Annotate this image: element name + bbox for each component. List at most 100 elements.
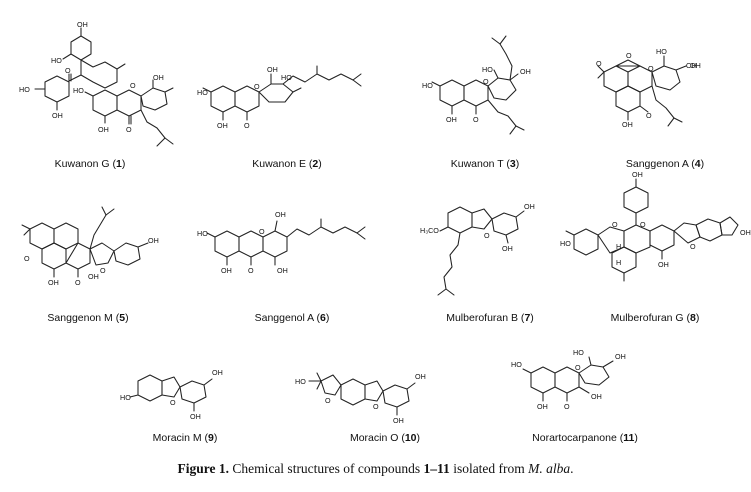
structure-label: H <box>616 258 621 267</box>
structure-label: HO <box>197 88 208 97</box>
structure-label: OH <box>153 73 164 82</box>
structure-label: O <box>484 231 490 240</box>
structure-diagram-4: OH HO OH O O O OH O <box>590 22 740 152</box>
structure-label: O <box>626 51 632 60</box>
structure-label: HO <box>656 47 667 56</box>
structure-label: OH <box>690 61 701 70</box>
compound-4: OH HO OH O O O OH O Sanggenon A (4) <box>590 22 740 172</box>
caption-text: Chemical structures of compounds <box>228 461 424 476</box>
compound-1: OH HO O HO HO OH O OH OH O Kuwanon G (1) <box>5 20 175 172</box>
structure-label: OH <box>520 67 531 76</box>
structure-diagram-2: HO OH HO O OH O <box>197 22 377 152</box>
structure-label: O <box>254 82 260 91</box>
structure-label: HO <box>511 360 522 369</box>
structure-label: OH <box>622 120 633 129</box>
caption-text: isolated from <box>449 461 529 476</box>
structure-diagram-3: HO OH HO O OH O <box>410 22 560 152</box>
structure-diagram-9: OH HO O OH <box>120 345 250 425</box>
structure-label: HO <box>281 73 292 82</box>
compound-11: HO OH OH HO O OH O Norartocarpanone (11) <box>505 345 665 450</box>
structure-label: OH <box>524 202 535 211</box>
structure-label: O <box>373 402 379 411</box>
structure-label: O <box>640 220 646 229</box>
structure-label: HO <box>482 65 493 74</box>
figure-caption: Figure 1. Chemical structures of compoun… <box>0 461 751 477</box>
structure-label: O <box>646 111 652 120</box>
structure-label: OH <box>658 260 669 269</box>
compound-9: OH HO O OH Moracin M (9) <box>120 345 250 450</box>
structure-label: HO <box>51 56 62 65</box>
compound-name-2: Kuwanon E (2) <box>252 158 322 170</box>
compound-8: OH HO O O O H H OH OH Mulberofuran G (8) <box>560 170 751 325</box>
compound-name-4: Sanggenon A (4) <box>625 158 705 170</box>
caption-species: M. alba <box>528 461 571 476</box>
structure-label: OH <box>98 125 109 134</box>
structure-label: O <box>564 402 570 411</box>
structure-label: O <box>130 81 136 90</box>
structure-label: HO <box>19 85 30 94</box>
compound-name-1: Kuwanon G (1) <box>54 158 126 170</box>
structure-label: HO <box>573 348 584 357</box>
compound-name-9: Moracin M (9) <box>152 432 218 444</box>
structure-label: O <box>325 396 331 405</box>
structure-label: OH <box>277 266 288 275</box>
compound-name-7: Mulberofuran B (7) <box>446 312 534 324</box>
structure-label: O <box>612 220 618 229</box>
structure-label: OH <box>77 20 88 29</box>
structure-label: HO <box>422 81 433 90</box>
caption-text: . <box>570 461 574 476</box>
structure-label: O <box>126 125 132 134</box>
structure-diagram-1: OH HO O HO HO OH O OH OH O <box>5 20 175 152</box>
structure-label: OH <box>52 111 63 120</box>
structure-label: O <box>690 242 696 251</box>
compound-10: OH HO O O OH Moracin O (10) <box>295 345 475 450</box>
structure-label: OH <box>275 210 286 219</box>
structure-label: OH <box>632 170 643 179</box>
structure-label: O <box>100 266 106 275</box>
structure-label: OH <box>446 115 457 124</box>
structure-label: OH <box>212 368 223 377</box>
structure-label: OH <box>415 372 426 381</box>
structure-label: O <box>648 64 654 73</box>
structure-label: O <box>596 59 602 68</box>
compound-name-3: Kuwanon T (3) <box>450 158 520 170</box>
structure-label: OH <box>393 416 404 425</box>
structure-label: O <box>483 77 489 86</box>
structure-label: OH <box>48 278 59 287</box>
structure-label: OH <box>267 65 278 74</box>
compound-2: HO OH HO O OH O Kuwanon E (2) <box>197 22 377 172</box>
structure-diagram-5: O OH O OH O OH <box>8 185 168 305</box>
structure-label: OH <box>148 236 159 245</box>
structure-diagram-7: OH H₃CO O OH <box>410 185 570 305</box>
structure-label: O <box>244 121 250 130</box>
structure-label: O <box>75 278 81 287</box>
structure-label: OH <box>217 121 228 130</box>
compound-5: O OH O OH O OH Sanggenon M (5) <box>8 185 168 325</box>
structure-label: O <box>259 227 265 236</box>
structure-label: OH <box>740 228 751 237</box>
structure-label: OH <box>686 61 697 70</box>
compound-7: OH H₃CO O OH Mulberofuran B (7) <box>410 185 570 325</box>
structure-label: OH <box>88 272 99 281</box>
structure-label: O <box>575 363 581 372</box>
caption-lead: Figure 1. <box>177 461 229 476</box>
structure-label: OH <box>221 266 232 275</box>
structure-label: OH <box>190 412 201 421</box>
structure-label: OH <box>615 352 626 361</box>
structure-label: OH <box>502 244 513 253</box>
caption-range: 1–11 <box>423 461 450 476</box>
structure-label: O <box>65 66 71 75</box>
structure-label: OH <box>537 402 548 411</box>
structure-label: OH <box>591 392 602 401</box>
structure-diagram-6: OH HO O OH OH O <box>197 185 387 305</box>
structure-label: O <box>170 398 176 407</box>
structure-label: H <box>616 242 621 251</box>
compound-name-5: Sanggenon M (5) <box>47 312 129 324</box>
structure-label: HO <box>73 86 84 95</box>
structure-diagram-11: HO OH OH HO O OH O <box>505 345 665 425</box>
compound-name-6: Sanggenol A (6) <box>254 312 330 324</box>
compound-name-11: Norartocarpanone (11) <box>532 432 638 444</box>
structure-diagram-10: OH HO O O OH <box>295 345 475 425</box>
structure-label: HO <box>120 393 131 402</box>
structure-label: O <box>473 115 479 124</box>
